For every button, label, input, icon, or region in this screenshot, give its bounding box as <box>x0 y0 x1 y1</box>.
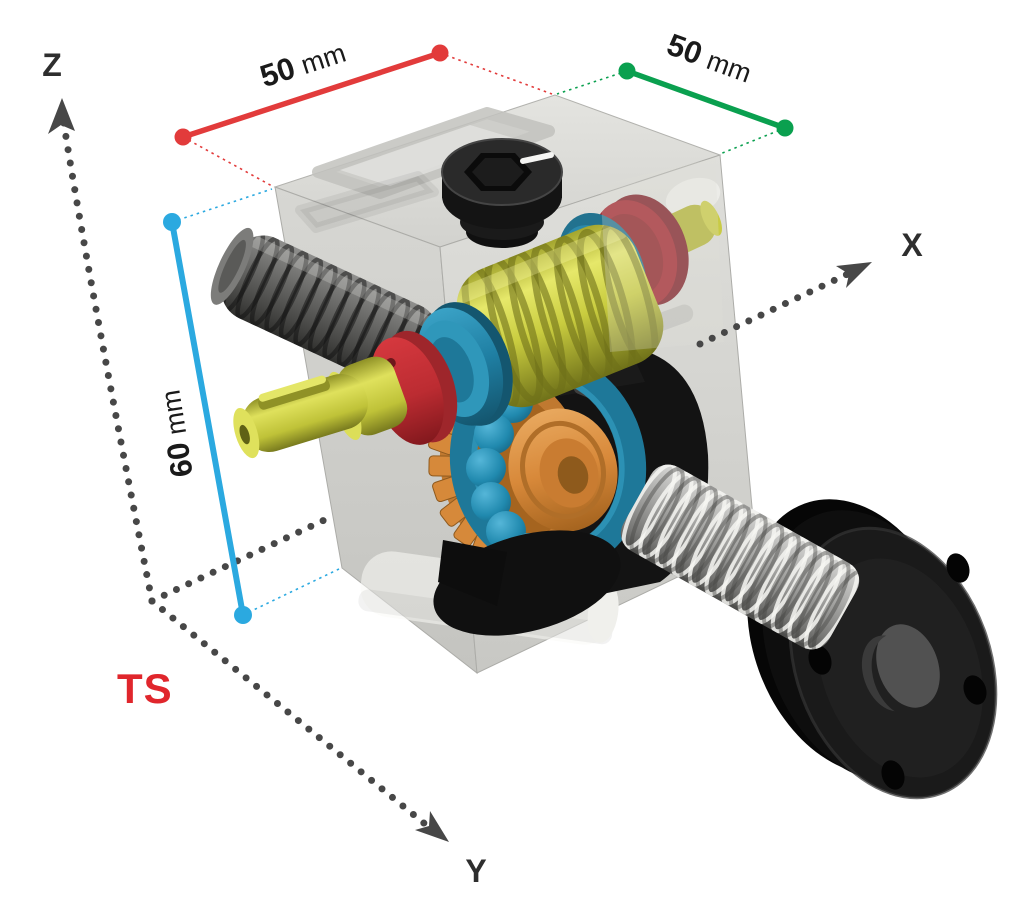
housing-left-slot <box>295 171 439 233</box>
axis-y: Y <box>148 597 487 889</box>
dim-red-extension-lines <box>182 52 553 187</box>
bearing-clamp-front <box>433 530 621 636</box>
dim-blue-extension-lines <box>171 188 340 616</box>
dimension-height-blue: 60mm <box>152 188 340 624</box>
dim-green-line <box>624 68 788 131</box>
dim-green-endpoint <box>618 62 636 80</box>
dim-blue-label: 60mm <box>152 388 200 480</box>
dim-blue-line <box>169 219 246 618</box>
dim-red-line <box>180 50 443 140</box>
worm-shaft-assembly <box>233 194 723 459</box>
lifting-screw <box>620 462 867 657</box>
flange-center-hole <box>876 624 940 708</box>
dim-red-endpoint <box>431 44 449 62</box>
axis-y-arrowhead-icon <box>415 811 449 842</box>
axis-z-label: Z <box>42 47 62 83</box>
dim-green-endpoint <box>776 119 794 137</box>
ts-label: TS <box>117 665 173 712</box>
axis-x: X <box>148 227 923 605</box>
dim-blue-endpoint <box>234 606 252 624</box>
dim-blue-endpoint <box>163 213 181 231</box>
input-shaft <box>233 373 368 459</box>
axis-z-line <box>59 114 156 605</box>
axis-x-line <box>148 268 856 605</box>
axis-y-label: Y <box>465 853 486 889</box>
axis-z: Z <box>42 47 156 605</box>
housing-top-recess-inner <box>340 125 520 186</box>
plug-highlight <box>520 152 554 164</box>
axis-z-arrowhead-icon <box>48 98 75 134</box>
dim-red-endpoint <box>174 128 192 146</box>
flange-plate <box>747 499 998 800</box>
axis-x-label: X <box>901 227 923 263</box>
shaft-center-hole <box>239 424 250 445</box>
axis-x-arrowhead-icon <box>836 262 872 288</box>
housing-transparency-tint <box>600 158 724 352</box>
flange-bolt-holes <box>808 553 987 790</box>
hex-socket-plug <box>441 138 563 248</box>
coordinate-axes: Z Y X <box>42 47 923 889</box>
axis-y-line <box>148 597 440 837</box>
dim-green-label: 50mm <box>663 27 757 90</box>
